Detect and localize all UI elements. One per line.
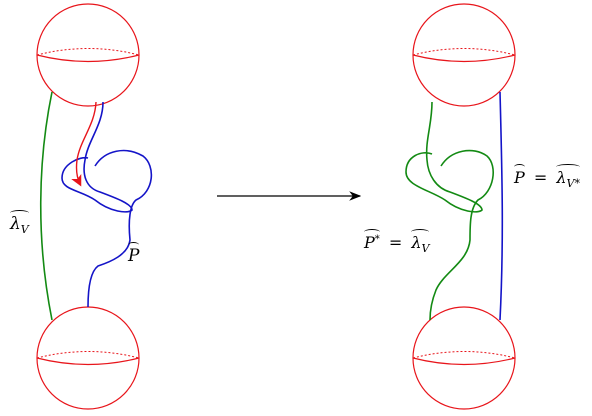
- lambda-v-symbol: λ: [10, 214, 21, 234]
- lambda-v-label: λV: [10, 210, 29, 236]
- p-hat-eq-rhs-symbol: λ: [556, 168, 567, 187]
- p-hat-eq-lhs-hat: P: [514, 164, 525, 187]
- p-star-rhs-sub: V: [421, 242, 430, 255]
- p-hat-eq-rhs-hat: λV*: [556, 164, 580, 190]
- left-blue-knot: [61, 101, 153, 308]
- left-bottom-sphere: [36, 306, 140, 410]
- right-blue-curve: [499, 91, 504, 321]
- right-bottom-sphere: [412, 306, 516, 410]
- right-top-sphere: [412, 3, 516, 107]
- lambda-v-hat: λV: [10, 210, 29, 236]
- left-top-sphere: [36, 3, 140, 107]
- p-hat-label: P: [128, 242, 140, 266]
- lambda-v-sub: V: [20, 223, 29, 236]
- p-star-equation: P* = λV: [364, 229, 430, 255]
- p-hat-eq-rhs-sub: V*: [566, 177, 580, 190]
- left-green-curve: [39, 91, 53, 321]
- p-star-symbol: P: [364, 233, 375, 252]
- p-hat-eq-sign: =: [533, 168, 548, 187]
- p-star-hat: P*: [364, 229, 380, 252]
- p-star-rhs-symbol: λ: [411, 233, 422, 252]
- p-hat: P: [128, 242, 140, 266]
- left-red-arrow: [71, 101, 97, 187]
- p-star-rhs-hat: λV: [411, 229, 430, 255]
- p-star-sup: *: [374, 234, 380, 245]
- p-hat-eq-lhs-symbol: P: [514, 168, 525, 187]
- p-hat-symbol: P: [128, 246, 140, 266]
- p-star-eq-sign: =: [388, 233, 403, 252]
- p-hat-equation: P = λV*: [514, 164, 580, 190]
- right-green-knot: [405, 101, 495, 321]
